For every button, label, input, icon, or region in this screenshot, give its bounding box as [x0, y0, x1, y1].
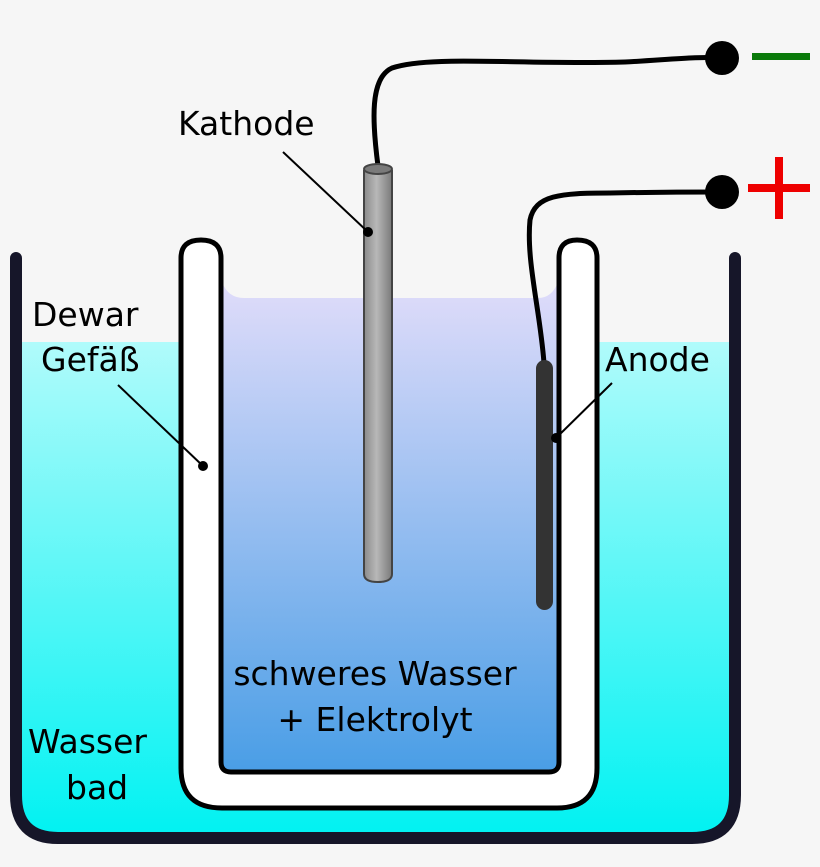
plus-vertical-bar — [775, 157, 783, 219]
dewar-vessel — [178, 237, 600, 811]
kathode-leader-dot — [363, 227, 373, 237]
bath-label-line1: Wasser — [28, 722, 147, 761]
electrolyte-label-line1: schweres Wasser — [233, 654, 517, 693]
anode-leader-line — [555, 382, 613, 439]
kathode-leader-line — [282, 151, 369, 233]
dewar-label-line2: Gefäß — [41, 340, 140, 379]
cathode-wire — [371, 54, 723, 167]
bath-label-line2: bad — [66, 768, 129, 807]
dewar-label-line1: Dewar — [32, 295, 139, 334]
anode-wire — [526, 189, 723, 364]
dewar-leader-line — [117, 384, 204, 467]
dewar-leader-dot — [198, 461, 208, 471]
electrolyte-label-line2: + Elektrolyt — [277, 700, 473, 739]
anode-plate — [536, 360, 553, 610]
water-bath-outline — [10, 252, 741, 844]
minus-sign — [748, 40, 812, 64]
cathode-rod-top — [363, 163, 393, 175]
kathode-label: Kathode — [178, 104, 315, 143]
cathode-rod — [363, 170, 393, 584]
anode-label: Anode — [605, 340, 710, 379]
anode-leader-dot — [551, 433, 561, 443]
cathode-terminal — [705, 41, 739, 75]
minus-bar — [752, 53, 810, 60]
plus-sign — [748, 157, 810, 219]
anode-terminal — [705, 175, 739, 209]
